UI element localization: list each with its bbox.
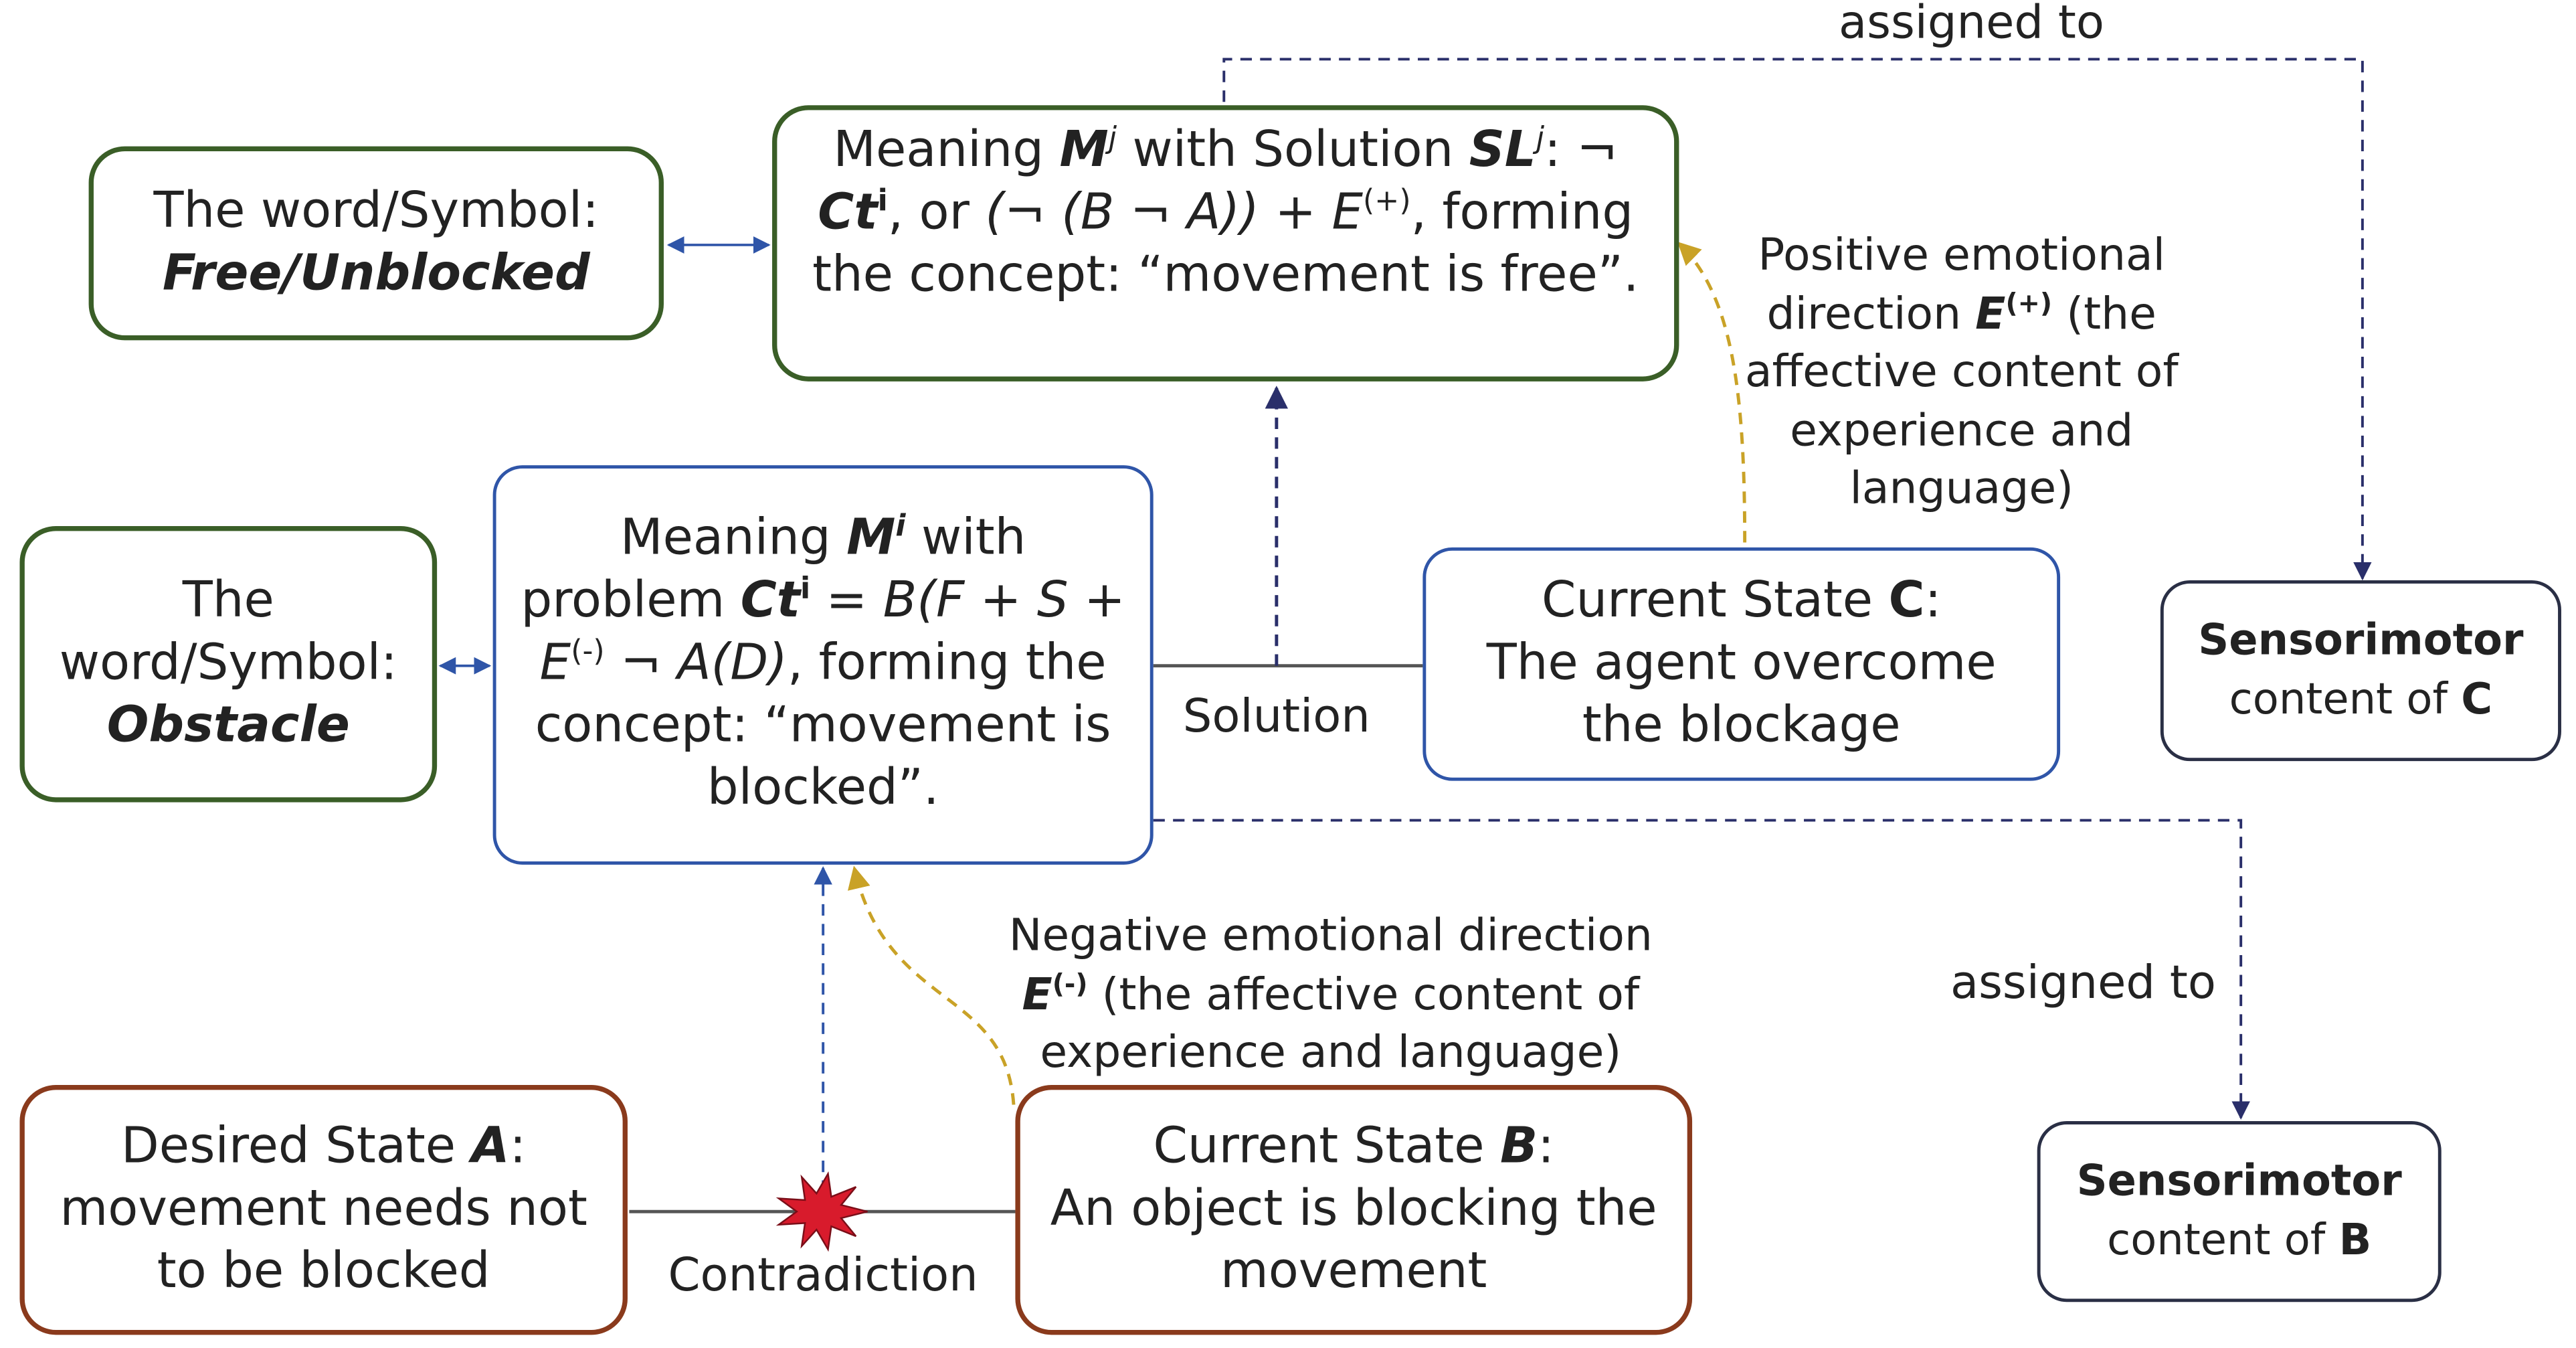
- negative-emotion-arrow: [848, 865, 1016, 1105]
- state-c-description: The agent overcome the blockage: [1486, 635, 1997, 755]
- sensorimotor-b-box: Sensorimotor content of B: [2037, 1121, 2442, 1302]
- positive-emotion-arrow: [1677, 242, 1747, 543]
- current-state-c-box: Current State C: The agent overcome the …: [1422, 547, 2061, 781]
- solution-label: Solution: [1182, 689, 1370, 744]
- sensorimotor-b-title: Sensorimotor: [2076, 1157, 2402, 1207]
- desired-state-a-box: Desired State A: movement needs not to b…: [19, 1085, 628, 1335]
- meaning-mj-index: j: [1108, 121, 1117, 157]
- meaning-mj-e-plus: (+): [1363, 184, 1411, 219]
- obstacle-symbol-label: The: [182, 572, 274, 630]
- positive-emotion-symbol: E: [1975, 288, 2006, 340]
- sensorimotor-b-symbol: B: [2338, 1216, 2372, 1266]
- positive-emotion-label: Positive emotional direction E(+) (the a…: [1738, 227, 2185, 519]
- negative-emotion-symbol: E: [1022, 968, 1052, 1021]
- meaning-mj-symbol: M: [1059, 121, 1109, 179]
- positive-emotion-sign: (+): [2005, 286, 2053, 319]
- meaning-mj-ct-index: i: [877, 184, 888, 219]
- state-b-title: Current State: [1153, 1118, 1501, 1176]
- sensorimotor-c-title: Sensorimotor: [2198, 616, 2524, 666]
- free-symbol-word: Free/Unblocked: [162, 244, 590, 303]
- state-c-symbol: C: [1888, 572, 1925, 630]
- state-a-description: movement needs not to be blocked: [60, 1180, 587, 1300]
- meaning-mj-text-3: : ¬: [1544, 121, 1618, 179]
- state-a-symbol: A: [471, 1118, 510, 1176]
- negative-emotion-text-2: (the affective content of experience and…: [1040, 968, 1640, 1079]
- free-symbol-label: The word/Symbol:: [153, 182, 600, 240]
- obstacle-symbol-label-2: word/Symbol:: [59, 635, 397, 693]
- assigned-mid-arrow: [1153, 819, 2250, 1120]
- meaning-mj-box: Meaning Mj with Solution SLj: ¬ Cti, or …: [772, 105, 1679, 382]
- meaning-mj-formula: (¬ (B ¬ A)): [985, 184, 1259, 242]
- sensorimotor-c-text: content of: [2229, 675, 2462, 726]
- sensorimotor-b-text: content of: [2107, 1216, 2339, 1266]
- sensorimotor-c-box: Sensorimotor content of C: [2160, 580, 2561, 762]
- current-state-b-box: Current State B: An object is blocking t…: [1015, 1085, 1693, 1335]
- negative-emotion-label: Negative emotional direction E(-) (the a…: [979, 908, 1682, 1083]
- state-c-title: Current State: [1542, 572, 1889, 630]
- negative-emotion-sign: (-): [1052, 967, 1088, 999]
- meaning-mi-formula: B(F + S + E: [539, 572, 1125, 693]
- meaning-mi-box: Meaning Mi with problem Cti = B(F + S + …: [492, 465, 1154, 865]
- meaning-mi-text: Meaning: [620, 509, 847, 568]
- meaning-mj-text-4: , or: [887, 184, 986, 242]
- meaning-mi-index: i: [895, 509, 906, 544]
- meaning-mj-text-6: , forming the concept: “movement is free…: [812, 184, 1639, 305]
- meaning-mi-symbol: M: [846, 509, 896, 568]
- meaning-mi-text-3: =: [810, 572, 883, 630]
- contradiction-burst-icon: [775, 1171, 868, 1252]
- meaning-mj-ct: Ct: [818, 184, 878, 242]
- meaning-mj-text: Meaning: [833, 121, 1060, 179]
- meaning-mj-solution-symbol: SL: [1469, 121, 1536, 179]
- assigned-to-top-label: assigned to: [1807, 0, 2136, 52]
- meaning-mi-formula-2: ¬ A(D): [604, 635, 788, 693]
- positive-emotion-text-2: (the affective content of experience and…: [1744, 288, 2179, 515]
- meaning-mj-e: E: [1331, 184, 1364, 242]
- meaning-mj-text-2: with Solution: [1117, 121, 1469, 179]
- meaning-mi-ct: Ct: [740, 572, 800, 630]
- obstacle-symbol-box: The word/Symbol: Obstacle: [19, 525, 438, 803]
- positive-emotion-text: Positive emotional direction: [1758, 230, 2166, 340]
- meaning-mj-text-5: +: [1259, 184, 1332, 242]
- meaning-mi-text-4: , forming the concept: “movement is bloc…: [535, 635, 1111, 817]
- state-c-colon: :: [1924, 572, 1942, 630]
- state-a-colon: :: [509, 1118, 527, 1176]
- meaning-mj-solution-index: j: [1536, 121, 1545, 157]
- sensorimotor-c-symbol: C: [2461, 675, 2493, 726]
- meaning-mi-text-2: with problem: [521, 509, 1026, 630]
- meaning-mi-e-minus: (-): [571, 635, 605, 669]
- state-a-title: Desired State: [121, 1118, 472, 1176]
- free-symbol-box: The word/Symbol: Free/Unblocked: [88, 146, 664, 341]
- assigned-top-arrow: [1222, 58, 2372, 581]
- negative-emotion-text: Negative emotional direction: [1008, 910, 1653, 962]
- obstacle-symbol-word: Obstacle: [106, 697, 350, 755]
- assigned-to-mid-label: assigned to: [1930, 953, 2236, 1011]
- state-b-description: An object is blocking the movement: [1050, 1180, 1657, 1300]
- state-b-colon: :: [1538, 1118, 1555, 1176]
- contradiction-label: Contradiction: [668, 1248, 978, 1302]
- meaning-mi-ct-index: i: [800, 572, 811, 607]
- state-b-symbol: B: [1500, 1118, 1538, 1176]
